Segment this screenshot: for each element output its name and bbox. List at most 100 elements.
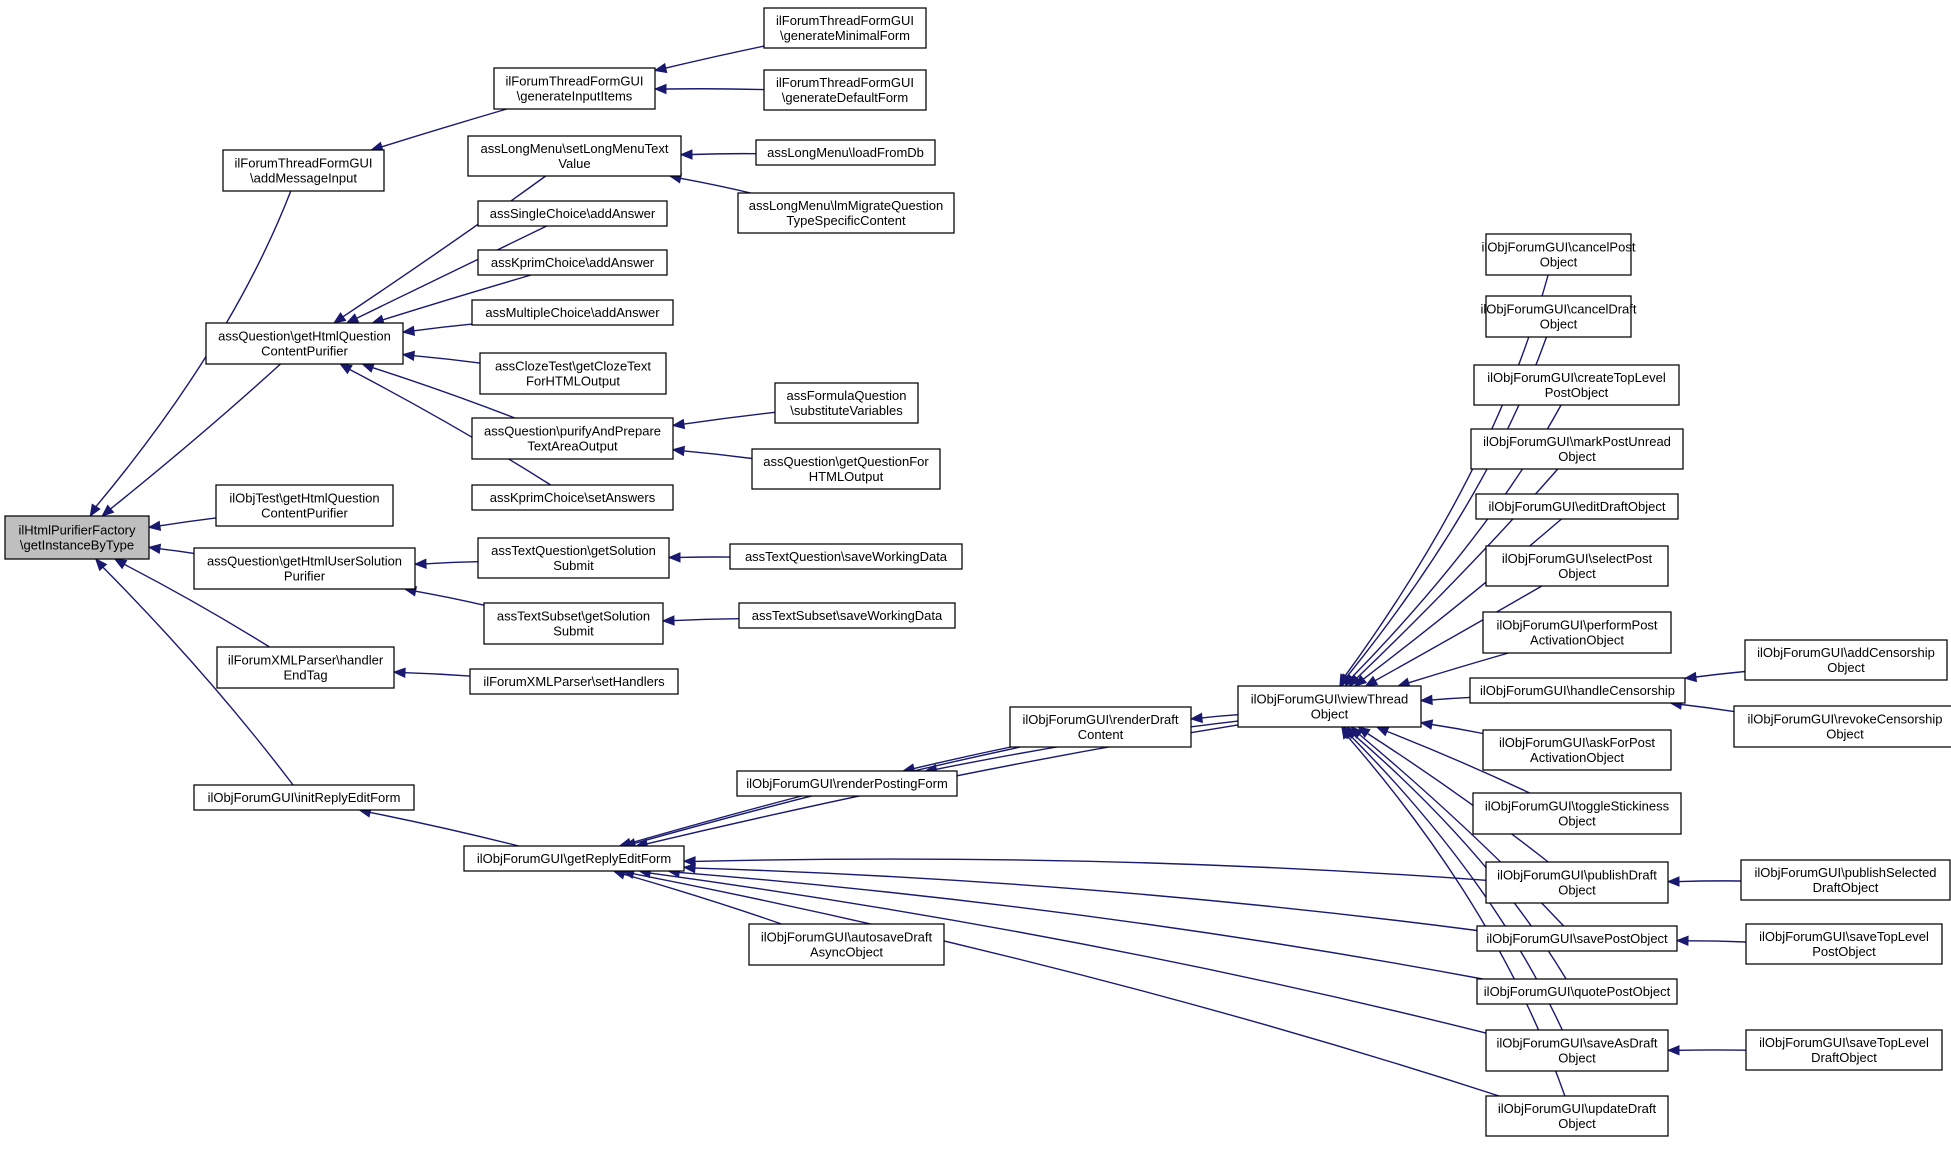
- node-label: ilObjForumGUI\saveTopLevel: [1759, 929, 1929, 944]
- node-kpAddAnswer[interactable]: assKprimChoice\addAnswer: [477, 249, 668, 276]
- edge-line: [680, 177, 751, 194]
- node-substituteVariables[interactable]: assFormulaQuestion\substituteVariables: [774, 382, 919, 424]
- node-generateMinimalForm[interactable]: ilForumThreadFormGUI\generateMinimalForm: [763, 7, 927, 49]
- edge-line: [124, 563, 270, 648]
- node-tsSaveWorking[interactable]: assTextSubset\saveWorkingData: [738, 602, 956, 629]
- node-generateDefaultForm[interactable]: ilForumThreadFormGUI\generateDefaultForm: [763, 69, 927, 111]
- node-getReplyEditForm[interactable]: ilObjForumGUI\getReplyEditForm: [463, 845, 685, 872]
- node-label: \generateInputItems: [517, 89, 633, 104]
- node-label: ilObjForumGUI\publishSelected: [1754, 865, 1936, 880]
- node-purifyPrepare[interactable]: assQuestion\purifyAndPrepareTextAreaOutp…: [471, 417, 674, 460]
- node-label: PostObject: [1545, 385, 1609, 400]
- node-performPostActivation[interactable]: ilObjForumGUI\performPostActivationObjec…: [1482, 611, 1672, 654]
- node-label: assTextSubset\getSolution: [497, 609, 650, 624]
- node-label: \substituteVariables: [790, 403, 903, 418]
- edge-arrowhead: [682, 856, 696, 867]
- edge-line: [1362, 518, 1562, 680]
- node-label: ilObjForumGUI\viewThread: [1251, 692, 1409, 707]
- node-kpSetAnswers[interactable]: assKprimChoice\setAnswers: [471, 484, 674, 511]
- node-loadFromDb[interactable]: assLongMenu\loadFromDb: [755, 139, 936, 166]
- edge-arrowhead: [653, 83, 667, 95]
- node-label: DraftObject: [1813, 880, 1879, 895]
- node-savePost[interactable]: ilObjForumGUI\savePostObject: [1476, 925, 1678, 952]
- edge-line: [1374, 585, 1543, 682]
- edge-getQuestionForHTML-to-purifyPrepare: [671, 445, 753, 460]
- node-renderPostingForm[interactable]: ilObjForumGUI\renderPostingForm: [736, 770, 958, 797]
- node-label: assKprimChoice\setAnswers: [490, 490, 656, 505]
- node-handleCensorship[interactable]: ilObjForumGUI\handleCensorship: [1469, 677, 1686, 704]
- node-xmlSetHandlers[interactable]: ilForumXMLParser\setHandlers: [469, 668, 679, 695]
- node-qContentPurifier[interactable]: assQuestion\getHtmlQuestionContentPurifi…: [205, 322, 404, 365]
- edge-line: [413, 323, 473, 332]
- node-scAddAnswer[interactable]: assSingleChoice\addAnswer: [477, 200, 668, 227]
- edge-line: [110, 363, 281, 510]
- node-box: [1744, 639, 1948, 681]
- edge-line: [381, 108, 507, 148]
- node-addMessageInput[interactable]: ilForumThreadFormGUI\addMessageInput: [222, 149, 385, 192]
- node-label: ilObjForumGUI\saveTopLevel: [1759, 1035, 1929, 1050]
- node-label: ilObjForumGUI\cancelPost: [1482, 240, 1636, 255]
- edge-line: [1431, 696, 1471, 701]
- edge-arrowhead: [682, 862, 696, 874]
- node-box: [193, 784, 415, 811]
- edge-line: [356, 225, 548, 319]
- edge-kpAddAnswer-to-qContentPurifier: [371, 274, 532, 325]
- node-lmMigrate[interactable]: assLongMenu\lmMigrateQuestionTypeSpecifi…: [737, 192, 955, 234]
- edge-arrowhead: [1419, 719, 1434, 730]
- edge-line: [342, 175, 547, 318]
- node-label: ilObjForumGUI\askForPost: [1499, 735, 1655, 750]
- node-mcAddAnswer[interactable]: assMultipleChoice\addAnswer: [471, 299, 674, 326]
- edge-line: [665, 45, 765, 69]
- node-label: ActivationObject: [1530, 750, 1624, 765]
- node-label: ilObjForumGUI\autosaveDraft: [761, 930, 933, 945]
- node-initReplyEditForm[interactable]: ilObjForumGUI\initReplyEditForm: [193, 784, 415, 811]
- node-generateInputItems[interactable]: ilForumThreadFormGUI\generateInputItems: [493, 67, 656, 110]
- node-box: [763, 7, 927, 49]
- edge-line: [1408, 652, 1509, 684]
- node-box: [1485, 545, 1669, 587]
- edge-tsSolutionSubmit-to-userSolPurifier: [403, 586, 485, 606]
- edge-tqSaveWorking-to-tqSolutionSubmit: [667, 552, 731, 563]
- node-box: [1476, 925, 1678, 952]
- node-label: ilObjForumGUI\renderDraft: [1022, 712, 1178, 727]
- node-label: \addMessageInput: [250, 171, 357, 186]
- node-label: assMultipleChoice\addAnswer: [485, 305, 660, 320]
- node-box: [736, 770, 958, 797]
- node-quotePost[interactable]: ilObjForumGUI\quotePostObject: [1476, 978, 1678, 1005]
- node-tqSaveWorking[interactable]: assTextQuestion\saveWorkingData: [729, 543, 963, 570]
- node-root[interactable]: ilHtmlPurifierFactory\getInstanceByType: [4, 515, 150, 560]
- edge-line: [691, 152, 757, 156]
- node-editDraft[interactable]: ilObjForumGUI\editDraftObject: [1475, 493, 1679, 520]
- edge-line: [369, 811, 519, 847]
- edge-generateDefaultForm-to-generateInputItems: [653, 83, 765, 95]
- edge-autosaveDraft-to-getReplyEditForm: [612, 869, 782, 925]
- node-label: Object: [1558, 1051, 1596, 1066]
- edge-savePost-to-getReplyEditForm: [682, 862, 1478, 932]
